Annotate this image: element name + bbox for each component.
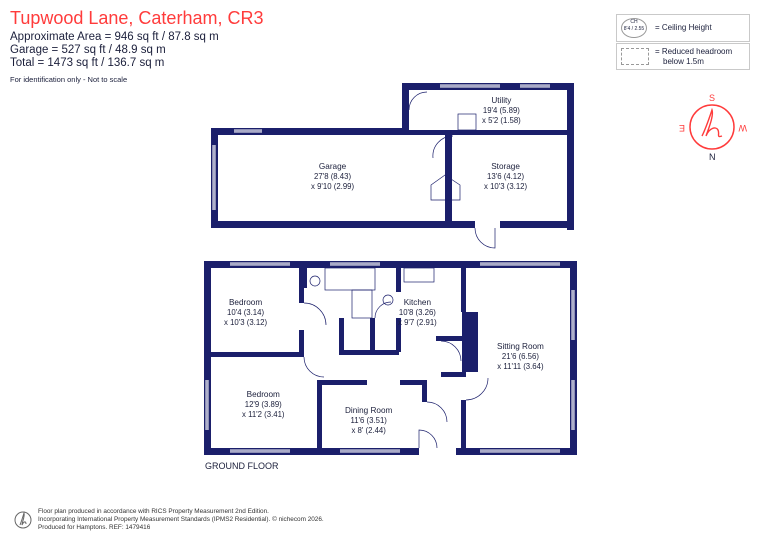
room-sitting-room: Sitting Room 21'6 (6.56) x 11'11 (3.64) [497, 342, 544, 371]
sitting-wall-left [461, 268, 466, 312]
hall-wall [339, 350, 399, 355]
footer-line-1: Floor plan produced in accordance with R… [38, 508, 269, 515]
legend-headroom-sublabel: below 1.5m [663, 57, 704, 66]
storage-wall-bottom [500, 221, 574, 228]
ground-wall-left [204, 261, 211, 455]
garage-wall-top [211, 128, 409, 135]
compass-w: W [738, 123, 747, 133]
garage-area: Garage = 527 sq ft / 48.9 sq m [10, 44, 166, 56]
bedroom1-wall-right [299, 268, 304, 303]
room-garage: Garage 27'8 (8.43) x 9'10 (2.99) [311, 162, 355, 191]
garage-wall-bottom [211, 221, 475, 228]
room-kitchen: Kitchen 10'8 (3.26) x 9'7 (2.91) [398, 298, 437, 327]
ground-wall-bottom-left [204, 448, 419, 455]
approx-area: Approximate Area = 946 sq ft / 87.8 sq m [10, 31, 219, 43]
room-utility: Utility 19'4 (5.89) x 5'2 (1.58) [482, 96, 521, 125]
storage-wall-right [567, 83, 574, 230]
room-bedroom-2: Bedroom 12'9 (3.89) x 11'2 (3.41) [242, 390, 285, 419]
legend-reduced-headroom: = Reduced headroom below 1.5m [616, 43, 750, 70]
legend-headroom-label: = Reduced headroom [655, 47, 733, 56]
total-area: Total = 1473 sq ft / 136.7 sq m [10, 57, 165, 69]
dining-wall-left [317, 380, 322, 452]
footer-line-2: Incorporating International Property Mea… [38, 516, 324, 523]
compass-s: S [709, 93, 715, 103]
utility-wall-bottom [402, 130, 567, 135]
nichecom-logo-icon [14, 511, 32, 529]
compass-e: E [679, 123, 685, 133]
legend-ceiling-label: = Ceiling Height [655, 23, 712, 32]
compass-n: N [709, 152, 716, 162]
kitchen-wall-left [396, 268, 401, 292]
storage-wall-left [445, 133, 452, 228]
bedroom-divider [204, 352, 304, 357]
property-title: Tupwood Lane, Caterham, CR3 [10, 8, 264, 28]
footer-line-3: Produced for Hamptons. REF: 1479416 [38, 524, 151, 531]
dining-wall-top [317, 380, 367, 385]
compass-icon: S N E W [679, 93, 747, 162]
ground-wall-right [570, 261, 577, 455]
dashed-box-icon [621, 48, 649, 65]
room-dining-room: Dining Room 11'6 (3.51) x 8' (2.44) [345, 406, 393, 435]
floor-label: GROUND FLOOR [205, 461, 279, 471]
utility-wall-left [402, 83, 409, 133]
room-storage: Storage 13'6 (4.12) x 10'3 (3.12) [484, 162, 528, 191]
room-bedroom-1: Bedroom 10'4 (3.14) x 10'3 (3.12) [224, 298, 268, 327]
identification-note: For identification only - Not to scale [10, 75, 128, 84]
chimney-breast [462, 312, 478, 372]
